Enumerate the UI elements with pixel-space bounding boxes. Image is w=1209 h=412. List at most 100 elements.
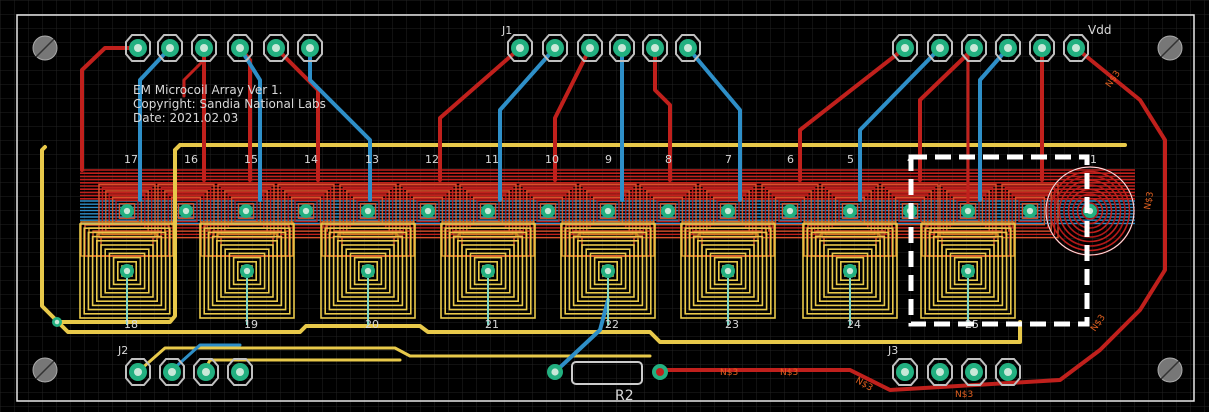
upper-coil-label-15: 15 xyxy=(244,153,258,166)
upper-coil-ring-13-4 xyxy=(894,196,926,226)
red-trace-n3 xyxy=(658,46,1167,392)
upper-coil-pad-9-hole xyxy=(664,207,672,215)
header-top-center-pin-frame-1 xyxy=(542,34,568,62)
header-top-center-pin-hole-2 xyxy=(586,44,594,52)
header-top-center-pin-frame-3 xyxy=(609,34,635,62)
upper-coil-label-12: 12 xyxy=(425,153,439,166)
header-top-right-pin-frame-3 xyxy=(995,34,1021,62)
net-label-4: N$3 xyxy=(780,368,798,378)
selection-box[interactable] xyxy=(908,154,1090,327)
header-top-center-pin-hole-3 xyxy=(618,44,626,52)
upper-coil-pad-0-hole xyxy=(123,207,131,215)
upper-coil-ring-3-3 xyxy=(287,193,325,229)
blue-trace-tl-3 xyxy=(308,46,372,202)
lower-coil-label-24: 24 xyxy=(847,318,861,331)
header-top-left-pin-frame-0 xyxy=(125,34,151,62)
mounting-hole-mark-1 xyxy=(1160,38,1180,58)
header-bottom-left-pin-hole-1 xyxy=(168,368,176,376)
upper-coil-ring-7-4 xyxy=(532,196,564,226)
mounting-holes xyxy=(32,35,1183,383)
upper-coil-label-17: 17 xyxy=(124,153,138,166)
board-edge xyxy=(16,14,1195,402)
circular-coil-ring-1 xyxy=(1049,170,1131,252)
header-top-center-pin-hole-5 xyxy=(684,44,692,52)
connector-label-vdd: Vdd xyxy=(1088,23,1111,37)
upper-coil-ring-15-4 xyxy=(1014,196,1046,226)
upper-coil-label-10: 10 xyxy=(545,153,559,166)
upper-coil-ring-11-0 xyxy=(761,183,819,239)
upper-coil-ring-7-1 xyxy=(522,186,574,236)
resistor-label: R2 xyxy=(615,388,634,404)
blue-trace-tc-1 xyxy=(498,46,557,202)
header-top-right-pin-hole-1 xyxy=(936,44,944,52)
blue-trace-j2 xyxy=(168,343,242,374)
upper-coil-pad-1-hole xyxy=(182,207,190,215)
header-bottom-left-pin-frame-3 xyxy=(227,358,253,386)
upper-coil-pad-4-hole xyxy=(364,207,372,215)
upper-coil-ring-7-5 xyxy=(536,199,560,223)
header-top-left-pin-hole-5 xyxy=(306,44,314,52)
upper-coil-label-16: 16 xyxy=(184,153,198,166)
board-date-text: Date: 2021.02.03 xyxy=(133,111,238,125)
header-top-left-pin-frame-3 xyxy=(227,34,253,62)
upper-coil-ring-0-6 xyxy=(118,203,136,219)
header-bottom-right-pin-frame-2 xyxy=(961,358,987,386)
lower-coil-center-pad-2-hole xyxy=(364,267,372,275)
header-top-center-pin-hole-0 xyxy=(516,44,524,52)
upper-coil-ring-7-3 xyxy=(529,193,567,229)
upper-coil-ring-3-2 xyxy=(284,190,328,232)
upper-coil-ring-2-6 xyxy=(237,203,255,219)
header-top-center-pin-frame-0 xyxy=(507,34,533,62)
header-top-left-pin-hole-1 xyxy=(166,44,174,52)
header-top-right-pin-frame-5 xyxy=(1063,34,1089,62)
upper-coil-ring-11-4 xyxy=(774,196,806,226)
upper-coil-ring-9-2 xyxy=(646,190,690,232)
header-top-left-pin-frame-5 xyxy=(297,34,323,62)
lower-coil-label-18: 18 xyxy=(124,318,138,331)
lower-coil-label-19: 19 xyxy=(244,318,258,331)
upper-coil-label-11: 11 xyxy=(485,153,499,166)
upper-coil-ring-15-3 xyxy=(1011,193,1049,229)
header-bottom-right-pin-frame-0 xyxy=(892,358,918,386)
upper-coil-label-9: 9 xyxy=(605,153,612,166)
header-bottom-right-pin-frame-1 xyxy=(927,358,953,386)
upper-coil-pad-3-hole xyxy=(302,207,310,215)
yellow-bus-join xyxy=(173,143,182,152)
upper-coil-ring-9-3 xyxy=(649,193,687,229)
upper-coil-label-5: 5 xyxy=(847,153,854,166)
upper-coil-ring-5-1 xyxy=(402,186,454,236)
upper-coil-ring-10-6 xyxy=(719,203,737,219)
header-top-left-pin-hole-2 xyxy=(200,44,208,52)
upper-coil-ring-8-6 xyxy=(599,203,617,219)
header-bottom-left-pin-frame-1 xyxy=(159,358,185,386)
board-copyright-text: Copyright: Sandia National Labs xyxy=(133,97,326,111)
upper-coil-pad-11-hole xyxy=(786,207,794,215)
header-top-center-pin-hole-1 xyxy=(551,44,559,52)
upper-coil-label-14: 14 xyxy=(304,153,318,166)
header-bottom-left-pin-hole-0 xyxy=(134,368,142,376)
red-trace-tc-1 xyxy=(438,46,522,182)
upper-coil-ring-11-6 xyxy=(781,203,799,219)
upper-coil-pad-12-hole xyxy=(846,207,854,215)
header-top-left-pin-frame-4 xyxy=(263,34,289,62)
blue-trace-tl-1 xyxy=(138,46,172,202)
blue-trace-tr-1 xyxy=(858,46,942,202)
blue-trace-tr-2 xyxy=(978,46,1010,202)
circular-coil-ring-7 xyxy=(1076,197,1104,225)
upper-coil-ring-15-6 xyxy=(1021,203,1039,219)
mounting-hole-mark-2 xyxy=(35,360,55,380)
upper-coil-ring-5-6 xyxy=(419,203,437,219)
lower-coil-center-pad-3-hole xyxy=(484,267,492,275)
upper-coil-pad-8-hole xyxy=(604,207,612,215)
upper-coil-ring-11-5 xyxy=(778,199,802,223)
upper-coil-ring-9-0 xyxy=(639,183,697,239)
yellow-bus-j2 xyxy=(138,346,652,372)
upper-coil-pad-15-hole xyxy=(1026,207,1034,215)
header-top-center-pin-frame-4 xyxy=(642,34,668,62)
circular-coil-ring-8 xyxy=(1081,202,1099,220)
upper-coil-label-6: 6 xyxy=(787,153,794,166)
upper-coil-ring-1-6 xyxy=(177,203,195,219)
circular-coil-ring-2 xyxy=(1054,175,1126,247)
header-bottom-right-pin-frame-3 xyxy=(995,358,1021,386)
